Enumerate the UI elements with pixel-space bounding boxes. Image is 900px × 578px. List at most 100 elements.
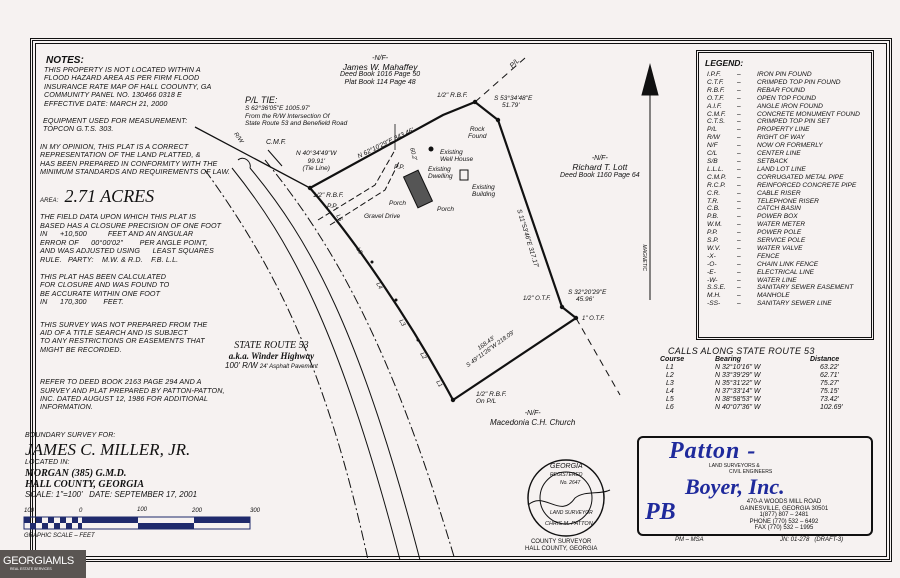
note-line: MINIMUM STANDARDS AND REQUIREMENTS OF LA…	[40, 167, 231, 177]
note-line: THE FIELD DATA UPON WHICH THIS PLAT IS	[40, 212, 197, 222]
legend-desc: CONCRETE MONUMENT FOUND	[757, 110, 860, 118]
legend-item: L.L.L.–LAND LOT LINE	[707, 166, 871, 174]
tie-line-label: N 40°34'49"W 99.91' (Tie Line)	[296, 150, 336, 173]
note-line: THIS PROPERTY IS NOT LOCATED WITHIN A	[44, 65, 201, 74]
dwelling-text: Existing	[428, 166, 451, 173]
lott-label: -N/F- Richard T. Lott Deed Book 1160 Pag…	[560, 155, 640, 180]
table-cell: 102.69'	[820, 404, 843, 411]
owner-text: Macedonia C.H. Church	[490, 418, 576, 427]
nf-text: -N/F-	[372, 55, 389, 62]
table-cell: N 33°39'29" W	[715, 372, 761, 379]
note-line: REFER TO DEED BOOK 2163 PAGE 294 AND A	[40, 377, 202, 387]
phone-line: 1(877) 807 – 2481	[759, 512, 809, 519]
legend-abbr: -E-	[707, 268, 716, 276]
legend-desc: ANGLE IRON FOUND	[757, 102, 823, 110]
building-text: Building	[472, 191, 496, 198]
graphic-scale: 100 0 100 200 300 GRAPHIC SCALE – FEET	[22, 507, 272, 548]
note-line: INSURANCE RATE MAP OF HALL COOUNTY, GA	[44, 81, 212, 91]
county: HALL COUNTY, GEORGIA	[25, 478, 144, 490]
otf-half-label: 1/2" O.T.F.	[523, 296, 551, 302]
legend-item: -W-–WATER LINE	[707, 277, 871, 285]
legend-dash: –	[737, 126, 741, 134]
legend-item: R/W–RIGHT OF WAY	[707, 134, 871, 142]
legend-desc: CHAIN LINK FENCE	[757, 260, 819, 268]
pl-tie-bearing: S 62°36'05"E 1005.97'	[245, 105, 310, 112]
deed-text: Deed Book 1016 Page 50	[340, 71, 421, 78]
rbf-road-label: 1/2" R.B.F.	[313, 192, 344, 199]
well-text: Well House	[440, 156, 474, 163]
legend-desc: ELECTRICAL LINE	[757, 268, 815, 276]
phone-line: PHONE (770) 532 – 6492	[749, 518, 819, 525]
tagline-line: CIVIL ENGINEERS	[729, 468, 773, 475]
scale-tick: 0	[79, 508, 83, 514]
cmf-leader	[267, 149, 283, 167]
right-of-way-line	[204, 169, 369, 561]
legend-item: C.T.S.–CRIMPED TOP PIN SET	[707, 118, 871, 126]
plat-border	[30, 38, 892, 562]
legend-item: -X-–FENCE	[707, 253, 871, 261]
legend-abbr: -SS-	[707, 300, 721, 308]
legend-dash: –	[737, 229, 741, 237]
legend-item: -O-–CHAIN LINK FENCE	[707, 261, 871, 269]
legend-item: C.R.–CABLE RISER	[707, 190, 871, 198]
scale-tick: 300	[250, 508, 261, 514]
note-line: MIGHT BE RECORDED.	[40, 344, 122, 354]
legend-abbr: R.B.F.	[707, 86, 725, 94]
title-block: BOUNDARY SURVEY FOR: JAMES C. MILLER, JR…	[25, 432, 285, 499]
note-line: THIS PLAT HAS BEEN CALCULATED	[40, 271, 167, 281]
legend-item: I.P.F.–IRON PIN FOUND	[707, 71, 871, 79]
owner-name: JAMES C. MILLER, JR.	[25, 440, 191, 460]
ne-bearing: S 53°34'48"E	[494, 95, 533, 102]
road-name: STATE ROUTE 53	[234, 340, 309, 351]
rbf-pl-label: 1/2" R.B.F.On P/L	[476, 391, 507, 405]
pl-tie-from: State Route 53 and Benefield Road	[245, 120, 348, 127]
legend-dash: –	[737, 268, 741, 276]
scale-caption: GRAPHIC SCALE – FEET	[24, 533, 95, 539]
legend-desc: TELEPHONE RISER	[757, 197, 819, 205]
church-label: -N/F- Macedonia C.H. Church	[490, 410, 575, 427]
gravel-drive	[329, 159, 401, 226]
legend-item: C.B.–CATCH BASIN	[707, 205, 871, 213]
legend-desc: SETBACK	[757, 157, 788, 165]
col-course: Course	[660, 356, 685, 363]
legend-abbr: W.M.	[707, 221, 723, 229]
legend-desc: WATER VALVE	[757, 244, 803, 252]
right-of-way-line	[264, 159, 456, 561]
legend-dash: –	[737, 102, 741, 110]
tie-distance: 99.91'	[307, 157, 325, 165]
watermark-sub: REAL ESTATE SERVICES	[10, 567, 52, 571]
tie-note: (Tie Line)	[302, 165, 330, 172]
legend-dash: –	[737, 94, 741, 102]
note-line: AND WAS ADJUSTED USING LEAST SQUARES	[40, 246, 214, 256]
note-line: REPRESENTATION OF THE LAND PLATTED, &	[40, 150, 201, 160]
legend-desc: CORRUGATED METAL PIPE	[757, 173, 844, 181]
gravel-drive-label: Gravel Drive	[364, 213, 401, 220]
legend-abbr: A.I.F.	[707, 102, 722, 110]
district: MORGAN (385) G.M.D.	[25, 467, 127, 479]
company-monogram: PB	[645, 499, 676, 525]
legend-dash: –	[737, 78, 741, 86]
legend-heading: LEGEND:	[705, 58, 744, 68]
gravel-drive	[317, 149, 396, 221]
note-line: HAS BEEN PREPARED IN CONFORMITY WITH THE	[40, 158, 218, 168]
legend-item: S.P.–SERVICE POLE	[707, 237, 871, 245]
equipment-note: EQUIPMENT USED FOR MEASUREMENT:TOPCON G.…	[43, 116, 255, 134]
table-cell: L4	[666, 388, 674, 395]
rock-text: Found	[468, 133, 487, 140]
company-address: 470-A WOODS MILL ROAD GAINESVILLE, GEORG…	[719, 499, 849, 532]
legend-abbr: -W-	[707, 276, 718, 284]
legend-abbr: C.T.F.	[707, 78, 724, 86]
area-label: AREA:	[40, 198, 59, 205]
legend-abbr: P.P.	[707, 229, 718, 237]
legend-item: W.M.–WATER METER	[707, 221, 871, 229]
table-cell: 75.27'	[820, 380, 839, 387]
porch-label: Porch	[437, 206, 454, 213]
legend-abbr: P/L	[707, 126, 717, 134]
